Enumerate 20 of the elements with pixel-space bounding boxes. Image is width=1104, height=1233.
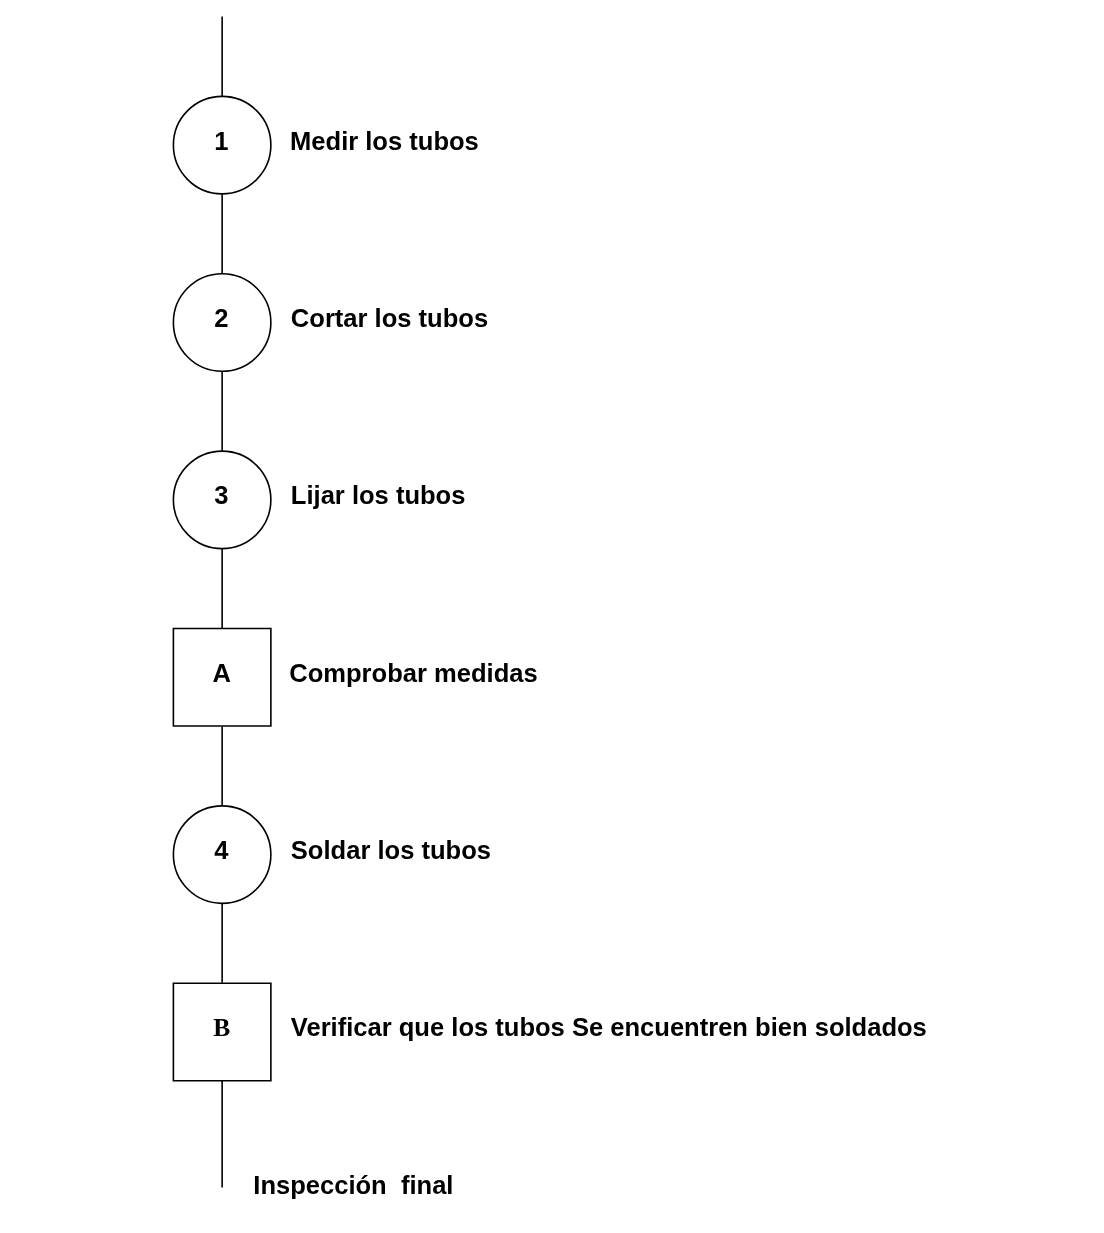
node-label: Comprobar medidas <box>288 658 538 687</box>
connector <box>220 370 223 452</box>
node-box: B <box>172 982 272 1082</box>
connector <box>220 725 223 807</box>
node-label: Cortar los tubos <box>290 303 488 332</box>
node-box: A <box>172 627 272 727</box>
connector <box>220 548 223 629</box>
node-circle: 4 <box>172 805 272 905</box>
node-label: Lijar los tubos <box>290 481 465 510</box>
node-circle: 1 <box>172 95 272 195</box>
connector <box>220 193 223 275</box>
label: Inspección final <box>252 1170 453 1199</box>
node-label: Medir los tubos <box>289 126 479 155</box>
connector <box>220 15 223 97</box>
connector <box>220 903 223 984</box>
connector <box>220 1080 223 1189</box>
node-circle: 3 <box>172 450 272 550</box>
node-circle: 2 <box>172 272 272 373</box>
node-label: Soldar los tubos <box>290 836 491 865</box>
node-label: Verificar que los tubos Se encuentren bien soldados <box>290 1013 927 1042</box>
